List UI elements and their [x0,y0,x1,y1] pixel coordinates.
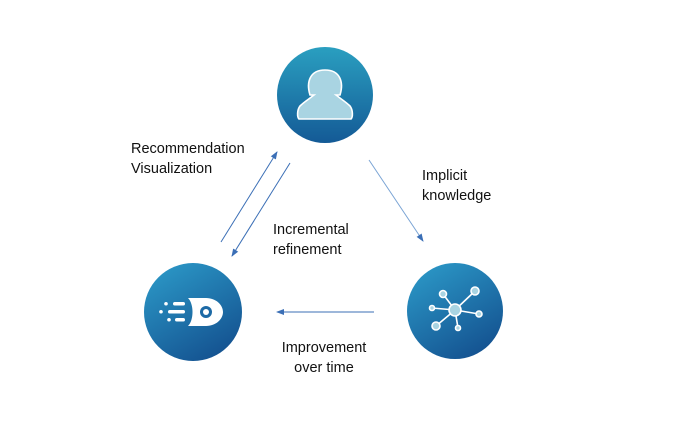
network-icon [428,286,483,332]
label-line: Incremental [273,222,349,238]
label-incremental-refinement: Incremental refinement [273,220,349,260]
label-line: Recommendation [131,141,245,157]
label-line: knowledge [422,188,492,204]
user-icon [296,69,354,120]
node-knowledge [407,263,503,359]
rocket-icon [159,298,223,326]
label-implicit-knowledge: Implicit knowledge [422,166,491,206]
label-line: refinement [273,242,342,258]
node-engine [144,263,242,361]
arrow-engine-to-user [220,151,278,243]
label-line: over time [294,360,354,376]
label-line: Implicit [422,168,468,184]
label-line: Improvement [281,340,367,356]
label-recommendation-visualization: Recommendation Visualization [131,139,245,179]
label-line: Visualization [131,161,213,177]
label-improvement-over-time: Improvement over time [268,338,380,378]
node-user [277,47,373,143]
arrow-user-to-engine [231,162,291,257]
arrow-user-to-knowledge [368,159,424,242]
